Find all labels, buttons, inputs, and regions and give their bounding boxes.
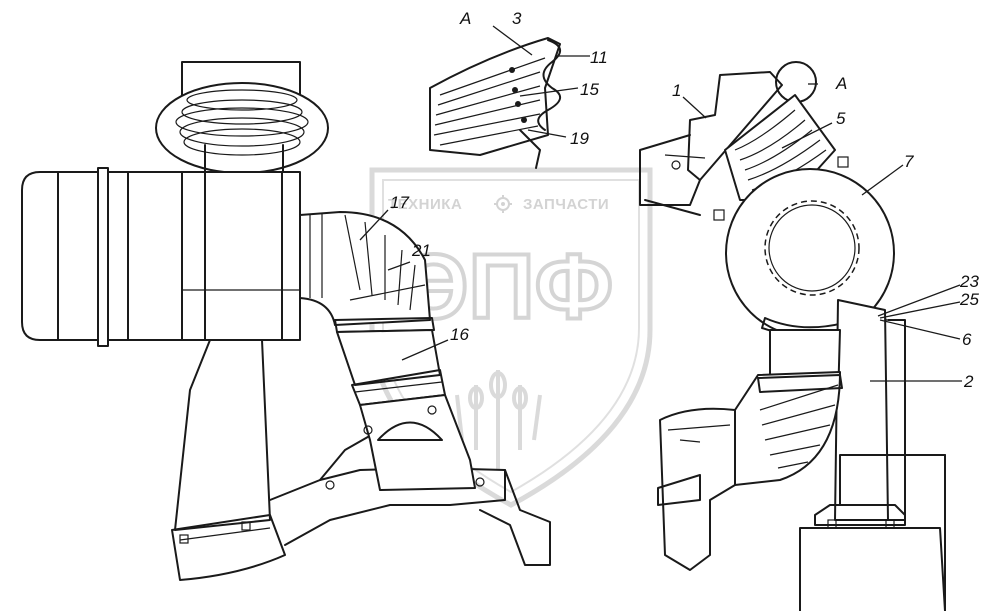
- callout-5: 5: [836, 109, 846, 128]
- watermark-right-word: ЗАПЧАСТИ: [523, 196, 609, 213]
- callout-11: 11: [590, 48, 608, 67]
- callout-6: 6: [962, 330, 972, 349]
- right-frame: [799, 454, 946, 611]
- callout-19: 19: [570, 129, 589, 148]
- callout-a-detail: A: [459, 9, 471, 28]
- gear-icon: [494, 195, 512, 213]
- callout-21: 21: [411, 241, 431, 260]
- elbow-clamp: [334, 317, 435, 333]
- down-pipe: [734, 329, 843, 486]
- callout-labels: A 3 11 15 19 17 21 16 1 A 5 7 23 25 6 2: [390, 9, 979, 391]
- callout-16: 16: [450, 325, 469, 344]
- callout-23: 23: [959, 272, 979, 291]
- inlet-hood: [657, 407, 736, 571]
- callout-1: 1: [672, 81, 681, 100]
- detail-a: [429, 37, 561, 169]
- callout-25: 25: [959, 290, 979, 309]
- leader-lines: [359, 25, 962, 382]
- watermark: ТЕХНИКА ЗАПЧАСТИ ЭПФ: [369, 167, 653, 508]
- right-view: [639, 61, 946, 611]
- callout-3: 3: [512, 9, 522, 28]
- callout-a-view: A: [835, 74, 847, 93]
- callout-15: 15: [580, 80, 599, 99]
- inspection-window: [377, 421, 443, 441]
- bellows-boot: [155, 82, 329, 174]
- watermark-left-word: ТЕХНИКА: [388, 196, 462, 213]
- callout-17: 17: [390, 193, 409, 212]
- air-cleaner-housing: [21, 167, 301, 347]
- wheat-emblem: [455, 370, 542, 470]
- mounting-bracket: [171, 339, 286, 581]
- elbow-pipe: [299, 211, 431, 326]
- straight-pipe: [336, 329, 446, 406]
- callout-7: 7: [904, 152, 914, 171]
- watermark-logo-text: ЭПФ: [403, 236, 613, 338]
- left-view: [21, 61, 551, 581]
- callout-2: 2: [963, 372, 974, 391]
